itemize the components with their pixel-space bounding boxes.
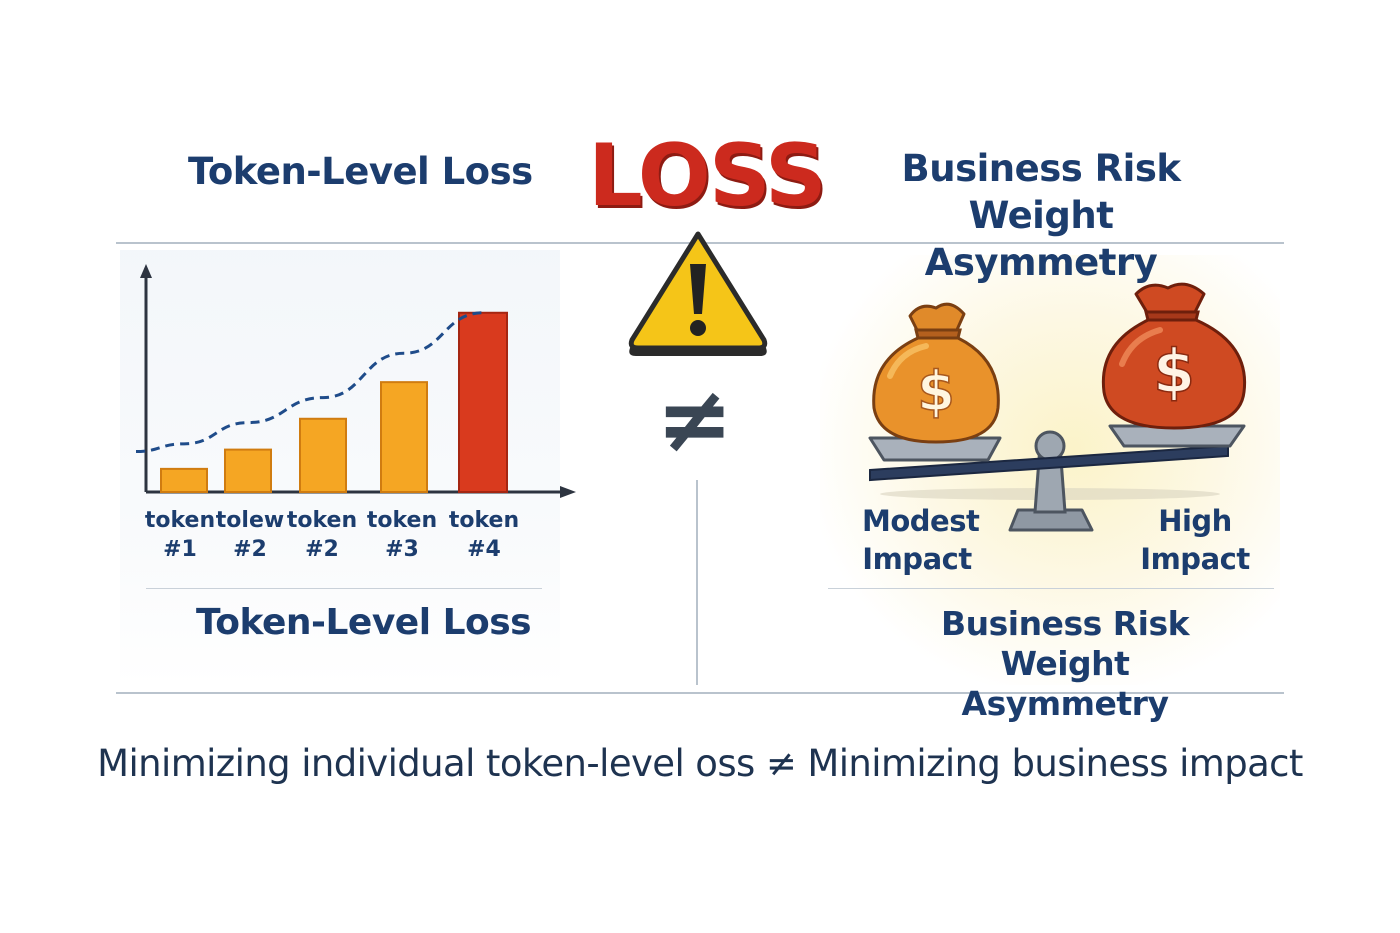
- tick-label-4: token #3: [362, 506, 442, 564]
- dollar-sign-high: $: [1153, 337, 1195, 407]
- tick-label-2: tolew #2: [210, 506, 290, 564]
- left-caption-divider: [146, 588, 542, 589]
- high-impact-line2: Impact: [1140, 542, 1250, 576]
- loss-heading: LOSS: [588, 126, 827, 226]
- tick-label-number: #2: [233, 537, 267, 562]
- bar-4: [380, 381, 428, 493]
- bar-2: [224, 448, 272, 494]
- warning-triangle-icon: [628, 231, 768, 356]
- money-bag-icon-modest: [872, 302, 1000, 444]
- modest-impact-label: Modest Impact: [862, 502, 980, 578]
- token-loss-chart: [135, 264, 576, 498]
- bar-3: [299, 417, 347, 494]
- modest-impact-line2: Impact: [862, 542, 972, 576]
- right-heading-line2: Weight Asymmetry: [924, 194, 1158, 284]
- trend-line: [135, 311, 484, 454]
- tick-label-word: token: [286, 508, 358, 533]
- dollar-sign-modest: $: [917, 360, 955, 423]
- right-caption-divider: [828, 588, 1274, 589]
- tick-label-number: #1: [163, 537, 197, 562]
- tick-label-1: token #1: [140, 506, 220, 564]
- tick-label-number: #2: [305, 537, 339, 562]
- high-impact-line1: High: [1158, 504, 1232, 538]
- tick-label-number: #3: [385, 537, 419, 562]
- high-impact-label: High Impact: [1140, 502, 1250, 578]
- center-vertical-divider: [696, 480, 698, 685]
- x-axis-arrow-icon: [560, 486, 576, 498]
- y-axis-arrow-icon: [140, 264, 152, 278]
- left-caption: Token-Level Loss: [196, 602, 532, 643]
- tick-label-word: token: [448, 508, 520, 533]
- balance-scale-icon: $ $: [868, 282, 1247, 532]
- tick-label-word: token: [366, 508, 438, 533]
- not-equal-symbol: ≠: [656, 366, 734, 473]
- right-heading-line1: Business Risk: [901, 147, 1181, 190]
- right-caption: Business Risk Weight Asymmetry: [880, 604, 1250, 724]
- bar-1: [160, 467, 208, 493]
- bottom-divider: [116, 692, 1284, 694]
- right-caption-line2: Asymmetry: [961, 684, 1169, 723]
- footer-statement: Minimizing individual token-level oss ≠ …: [97, 742, 1303, 785]
- tick-label-5: token #4: [444, 506, 524, 564]
- tick-label-word: tolew: [215, 508, 285, 533]
- right-caption-line1: Business Risk Weight: [940, 604, 1190, 683]
- tick-label-3: token #2: [282, 506, 362, 564]
- tick-label-word: token: [144, 508, 216, 533]
- tick-label-number: #4: [467, 537, 501, 562]
- right-heading: Business Risk Weight Asymmetry: [876, 145, 1206, 286]
- bar-5: [458, 311, 508, 493]
- money-bag-icon-high: [1101, 282, 1247, 430]
- modest-impact-line1: Modest: [862, 504, 980, 538]
- left-heading: Token-Level Loss: [188, 150, 533, 193]
